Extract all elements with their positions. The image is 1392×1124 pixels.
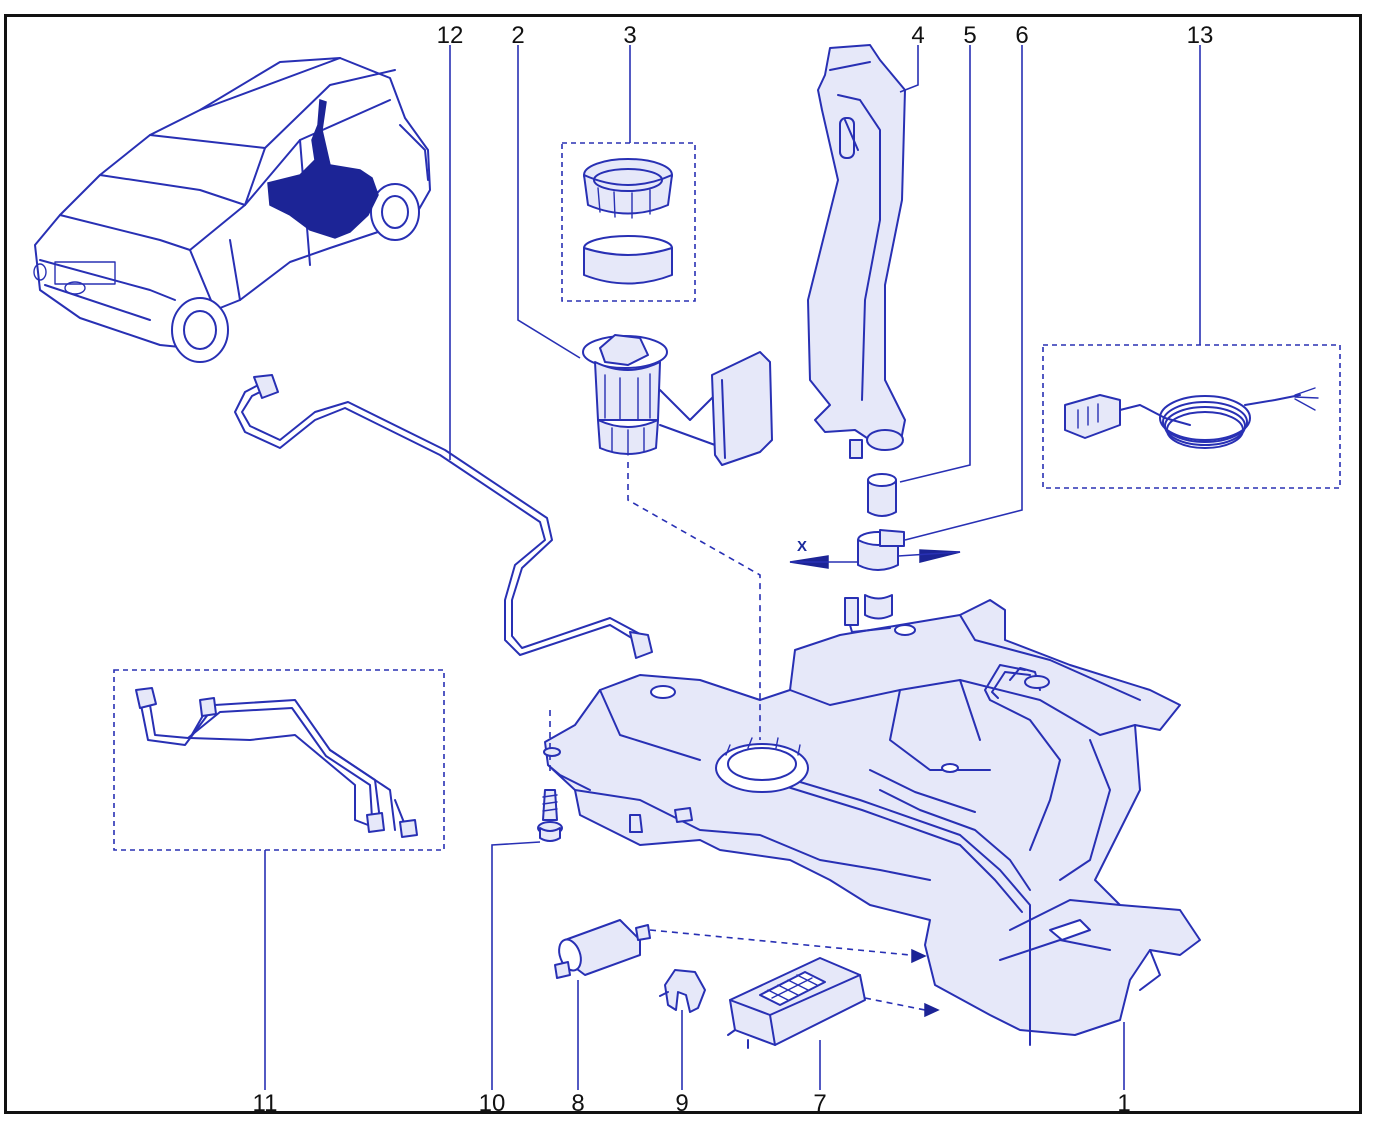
filler-neck [807, 44, 906, 459]
callout-1: 1 [1117, 1090, 1131, 1117]
lock-ring-and-seal-kit [561, 142, 696, 302]
wiring-harness-kit [113, 669, 445, 851]
fuel-vapour-canister [727, 957, 866, 1049]
callout-2: 2 [511, 22, 525, 49]
callout-3: 3 [623, 22, 637, 49]
callout-leaders [264, 45, 1201, 1090]
callout-5: 5 [963, 22, 977, 49]
fuel-filter [554, 919, 651, 979]
fuel-tank [544, 594, 1201, 1046]
callout-7: 7 [813, 1090, 827, 1117]
dimension-x-label: X [797, 538, 808, 555]
callout-8: 8 [571, 1090, 585, 1117]
vehicle-locator-illustration [33, 57, 431, 363]
filter-clip [659, 969, 706, 1013]
connector-wiring-kit [1042, 344, 1341, 489]
callout-11: 11 [252, 1090, 278, 1117]
fuel-supply-pipe [234, 374, 653, 659]
diagram-frame [4, 14, 1362, 1114]
mounting-bolt [537, 710, 563, 842]
callout-9: 9 [675, 1090, 689, 1117]
connecting-hose [867, 473, 897, 517]
callout-12: 12 [436, 22, 464, 49]
fuel-pump-sender-unit [582, 334, 773, 466]
callout-13: 13 [1186, 22, 1214, 49]
callout-4: 4 [911, 22, 925, 49]
hose-clip [789, 529, 961, 571]
callout-6: 6 [1015, 22, 1029, 49]
callout-10: 10 [478, 1090, 506, 1117]
